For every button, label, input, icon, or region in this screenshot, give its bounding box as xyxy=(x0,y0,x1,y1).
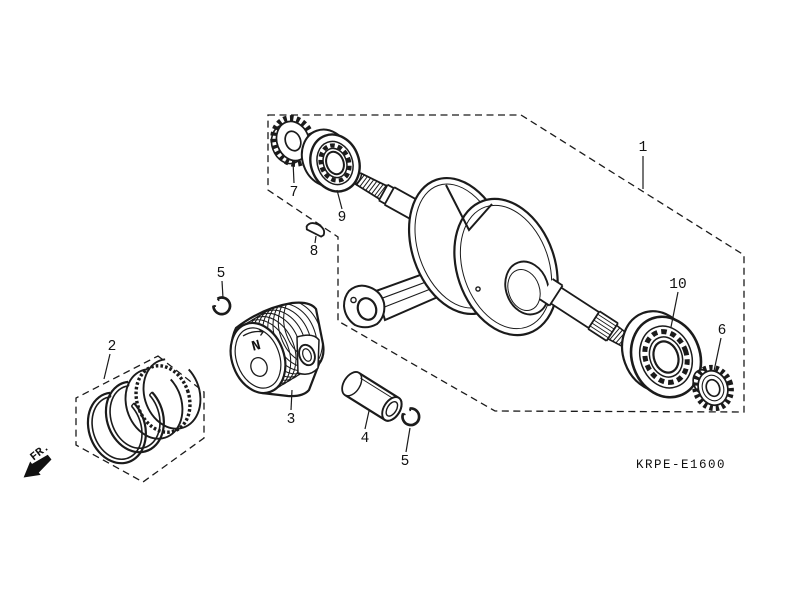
crankshaft-assembly-outline xyxy=(267,114,745,413)
crankshaft-right-shaft xyxy=(538,278,635,350)
leader-lines xyxy=(103,156,722,453)
ring-set-drawing xyxy=(86,358,202,465)
piston-crown-mark: N xyxy=(250,338,263,356)
fr-direction-arrow: FR. xyxy=(23,441,52,478)
diagram-code: KRPE-E1600 xyxy=(636,458,726,472)
callout-4-label: 4 xyxy=(361,431,370,447)
bearing-9-drawing xyxy=(300,128,361,193)
ring-set-outline xyxy=(75,355,205,483)
circlip-lower-drawing xyxy=(401,407,421,427)
callout-8-label: 8 xyxy=(310,244,319,260)
callout-5-lower-label: 5 xyxy=(401,454,410,470)
bearing-10-drawing xyxy=(621,310,703,399)
callout-7-label: 7 xyxy=(290,185,299,201)
callout-6-label: 6 xyxy=(718,323,727,339)
crankshaft-webs xyxy=(407,176,559,337)
gear-6-drawing xyxy=(692,364,734,412)
callout-5-upper-label: 5 xyxy=(217,266,226,282)
woodruff-key-drawing xyxy=(305,222,326,238)
callout-1-label: 1 xyxy=(639,140,648,156)
fr-arrow-icon xyxy=(23,454,52,478)
circlip-upper-drawing xyxy=(212,296,232,316)
piston-drawing: N xyxy=(229,301,325,398)
callout-3-label: 3 xyxy=(287,412,296,428)
callout-2-label: 2 xyxy=(108,339,117,355)
piston-pin-drawing xyxy=(341,371,403,422)
callout-9-label: 9 xyxy=(338,210,347,226)
callout-10-label: 10 xyxy=(669,277,686,293)
